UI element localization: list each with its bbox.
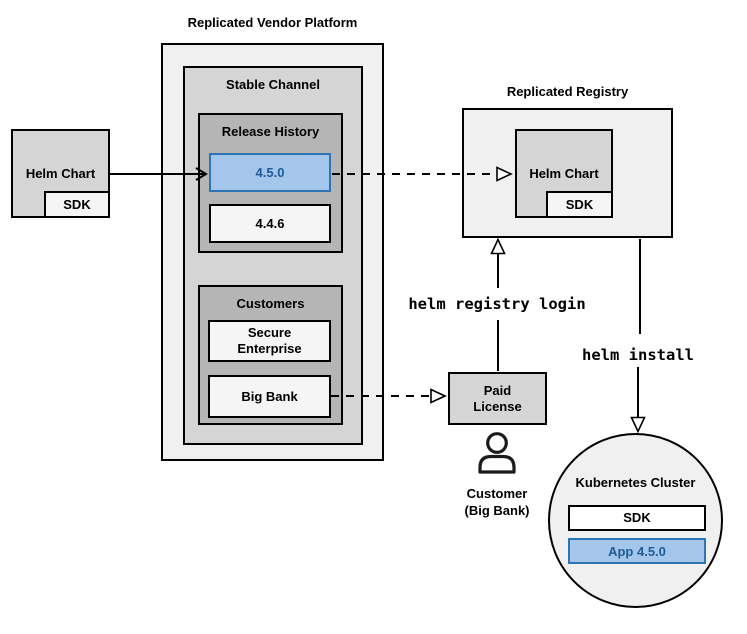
customer-caption-org: (Big Bank) — [464, 503, 530, 518]
registry-helm-chart-label: Helm Chart — [529, 165, 599, 181]
helm-chart-source-label: Helm Chart — [25, 165, 96, 181]
paid-license-label: Paid License — [473, 382, 522, 414]
kubernetes-app-box: App 4.5.0 — [568, 538, 706, 564]
kubernetes-sdk-box: SDK — [568, 505, 706, 531]
customers-title: Customers — [236, 296, 305, 311]
registry-sdk-box: SDK — [546, 191, 613, 218]
registry-sdk-label: SDK — [565, 196, 594, 212]
command-helm-registry-login: helm registry login — [408, 295, 586, 313]
helm-chart-source-sdk-box: SDK — [44, 191, 110, 218]
person-icon — [478, 432, 516, 474]
release-version-446: 4.4.6 — [209, 204, 331, 243]
vendor-platform-title: Replicated Vendor Platform — [187, 15, 358, 30]
release-history-title: Release History — [221, 124, 320, 139]
customer-big-bank-label: Big Bank — [241, 388, 298, 404]
customer-caption: Customer (Big Bank) — [437, 485, 557, 519]
stable-channel-title: Stable Channel — [226, 77, 320, 92]
customer-caption-name: Customer — [466, 486, 528, 501]
kubernetes-sdk-label: SDK — [623, 510, 651, 525]
customer-big-bank-box: Big Bank — [208, 375, 331, 418]
command-helm-install: helm install — [582, 346, 694, 364]
customer-secure-enterprise-box: Secure Enterprise — [208, 320, 331, 362]
registry-title: Replicated Registry — [506, 84, 629, 99]
kubernetes-cluster-title: Kubernetes Cluster — [575, 475, 696, 490]
release-version-450: 4.5.0 — [209, 153, 331, 192]
paid-license-box: Paid License — [448, 372, 547, 425]
helm-chart-source-sdk-label: SDK — [63, 196, 91, 212]
customer-secure-enterprise-label: Secure Enterprise — [237, 325, 302, 356]
